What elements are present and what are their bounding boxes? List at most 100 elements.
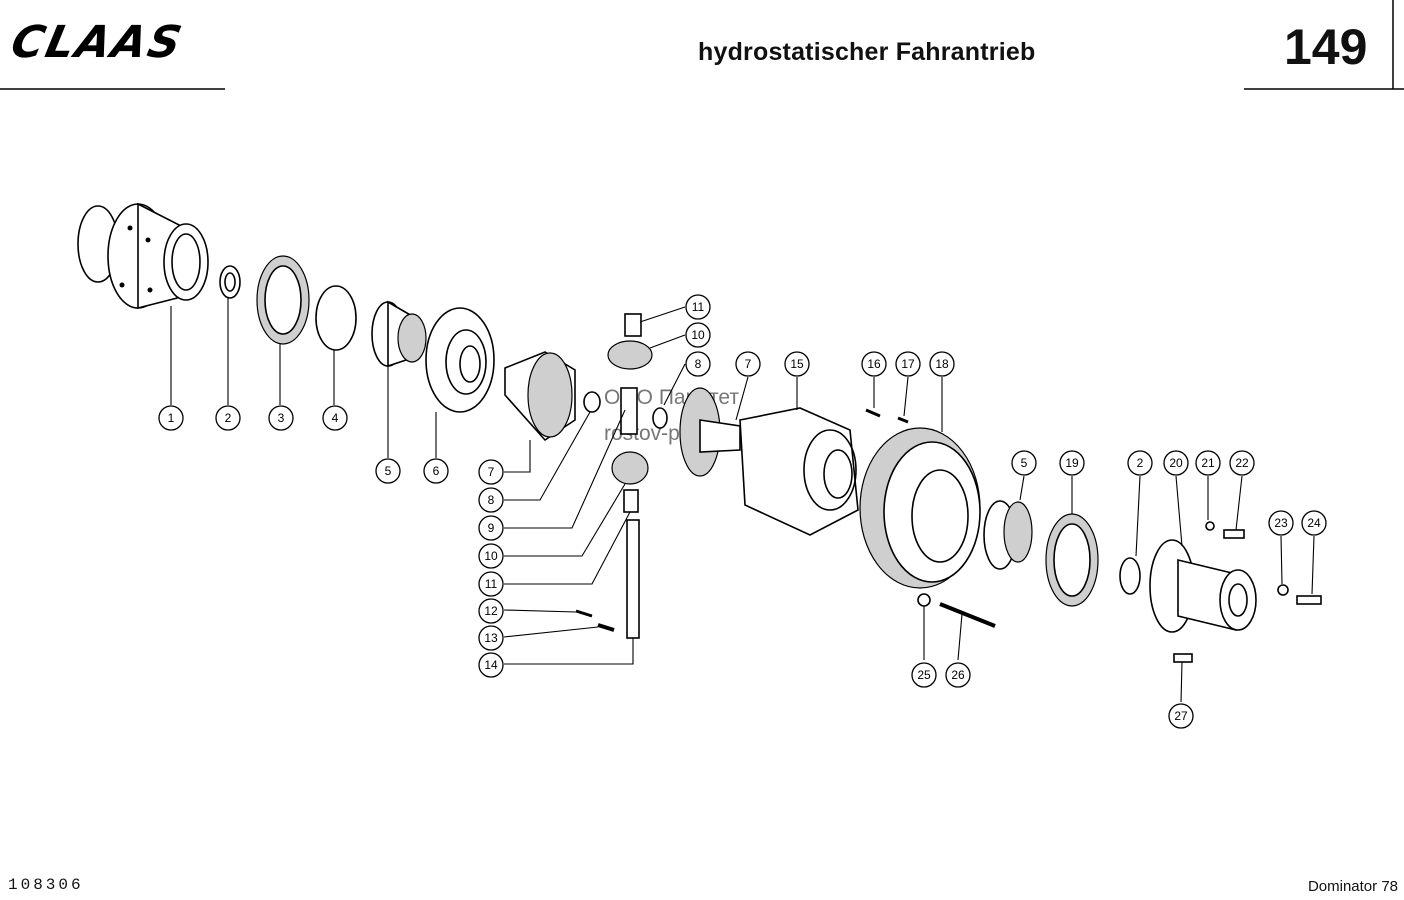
svg-text:5: 5 bbox=[385, 464, 392, 478]
callout-15: 15 bbox=[784, 351, 810, 377]
callout-13: 13 bbox=[478, 625, 504, 651]
part-bevel-gear bbox=[504, 351, 576, 442]
callout-3: 3 bbox=[268, 405, 294, 431]
svg-text:22: 22 bbox=[1235, 456, 1249, 470]
svg-text:13: 13 bbox=[484, 631, 498, 645]
callout-10: 10 bbox=[478, 543, 504, 569]
part-shaft-seal bbox=[219, 265, 241, 299]
part-long-bolt-26 bbox=[939, 602, 996, 628]
svg-text:20: 20 bbox=[1169, 456, 1183, 470]
part-bevel-gear-right bbox=[679, 387, 741, 477]
callout-2-right: 2 bbox=[1127, 450, 1153, 476]
svg-text:10: 10 bbox=[484, 549, 498, 563]
callout-2: 2 bbox=[215, 405, 241, 431]
svg-text:4: 4 bbox=[332, 411, 339, 425]
part-nut-25 bbox=[917, 593, 931, 607]
svg-text:19: 19 bbox=[1065, 456, 1079, 470]
svg-text:15: 15 bbox=[790, 357, 804, 371]
svg-text:21: 21 bbox=[1201, 456, 1215, 470]
callout-10-top: 10 bbox=[685, 322, 711, 348]
svg-text:2: 2 bbox=[225, 411, 232, 425]
page-title: hydrostatischer Fahrantrieb bbox=[698, 38, 1036, 66]
svg-text:24: 24 bbox=[1307, 516, 1321, 530]
part-washer-21 bbox=[1205, 521, 1215, 531]
svg-text:27: 27 bbox=[1174, 709, 1188, 723]
callout-5: 5 bbox=[375, 458, 401, 484]
svg-text:8: 8 bbox=[695, 357, 702, 371]
part-gasket bbox=[256, 255, 310, 345]
leader-lines bbox=[170, 298, 1315, 703]
callout-26: 26 bbox=[945, 662, 971, 688]
page-number: 149 bbox=[1284, 19, 1368, 75]
part-taper-bearing bbox=[371, 300, 427, 368]
callout-18: 18 bbox=[929, 351, 955, 377]
callout-27: 27 bbox=[1168, 703, 1194, 729]
part-pin-16 bbox=[865, 408, 881, 418]
part-lock-pin bbox=[597, 623, 615, 632]
svg-text:18: 18 bbox=[935, 357, 949, 371]
svg-text:11: 11 bbox=[485, 577, 498, 591]
part-differential-housing bbox=[739, 407, 859, 536]
callout-8-top: 8 bbox=[685, 351, 711, 377]
callout-1: 1 bbox=[158, 405, 184, 431]
callout-17: 17 bbox=[895, 351, 921, 377]
part-taper-bearing-right bbox=[983, 500, 1033, 570]
svg-text:14: 14 bbox=[484, 658, 498, 672]
svg-text:5: 5 bbox=[1021, 456, 1028, 470]
callout-14: 14 bbox=[478, 652, 504, 678]
part-bolt-22 bbox=[1223, 529, 1245, 539]
svg-text:1: 1 bbox=[168, 411, 175, 425]
callout-7-top: 7 bbox=[735, 351, 761, 377]
svg-text:25: 25 bbox=[917, 668, 931, 682]
model-name: Dominator 78 bbox=[1307, 878, 1398, 895]
svg-text:12: 12 bbox=[484, 604, 498, 618]
callout-6: 6 bbox=[423, 458, 449, 484]
part-o-ring bbox=[315, 285, 357, 351]
part-nut-23 bbox=[1277, 584, 1289, 596]
part-thrust-washer bbox=[583, 391, 601, 413]
callout-22: 22 bbox=[1229, 450, 1255, 476]
callout-25: 25 bbox=[911, 662, 937, 688]
svg-text:26: 26 bbox=[951, 668, 965, 682]
callout-11: 11 bbox=[478, 571, 504, 597]
part-shaft-seal-right bbox=[1119, 557, 1141, 595]
callout-9: 9 bbox=[478, 515, 504, 541]
part-pin-shaft bbox=[626, 519, 640, 639]
part-pinion-stack bbox=[607, 313, 668, 513]
svg-text:17: 17 bbox=[901, 357, 915, 371]
callout-16: 16 bbox=[861, 351, 887, 377]
svg-text:23: 23 bbox=[1274, 516, 1288, 530]
callout-8: 8 bbox=[478, 487, 504, 513]
part-pin-17 bbox=[897, 416, 909, 424]
callout-19: 19 bbox=[1059, 450, 1085, 476]
part-hub-housing bbox=[77, 202, 209, 310]
part-bearing-cover bbox=[425, 307, 495, 413]
callout-23: 23 bbox=[1268, 510, 1294, 536]
part-bolt-27 bbox=[1173, 653, 1193, 663]
part-roll-pin bbox=[575, 609, 593, 618]
callout-24: 24 bbox=[1301, 510, 1327, 536]
part-ring-gear bbox=[859, 427, 981, 589]
svg-text:9: 9 bbox=[488, 521, 495, 535]
callout-5-right: 5 bbox=[1011, 450, 1037, 476]
part-gasket-right bbox=[1045, 513, 1099, 607]
header-rules bbox=[0, 0, 1404, 90]
svg-text:2: 2 bbox=[1137, 456, 1144, 470]
callout-20: 20 bbox=[1163, 450, 1189, 476]
callout-7: 7 bbox=[478, 459, 504, 485]
callout-4: 4 bbox=[322, 405, 348, 431]
callout-11-top: 11 bbox=[685, 294, 711, 320]
callout-12: 12 bbox=[478, 598, 504, 624]
part-output-flange bbox=[1149, 539, 1257, 633]
svg-text:8: 8 bbox=[488, 493, 495, 507]
drawing-code: 108306 bbox=[8, 876, 84, 894]
svg-text:7: 7 bbox=[745, 357, 752, 371]
callout-21: 21 bbox=[1195, 450, 1221, 476]
svg-text:16: 16 bbox=[867, 357, 881, 371]
svg-text:11: 11 bbox=[692, 300, 705, 314]
svg-text:3: 3 bbox=[278, 411, 285, 425]
svg-text:6: 6 bbox=[433, 464, 440, 478]
part-bolt-24 bbox=[1296, 595, 1322, 605]
svg-text:10: 10 bbox=[691, 328, 705, 342]
